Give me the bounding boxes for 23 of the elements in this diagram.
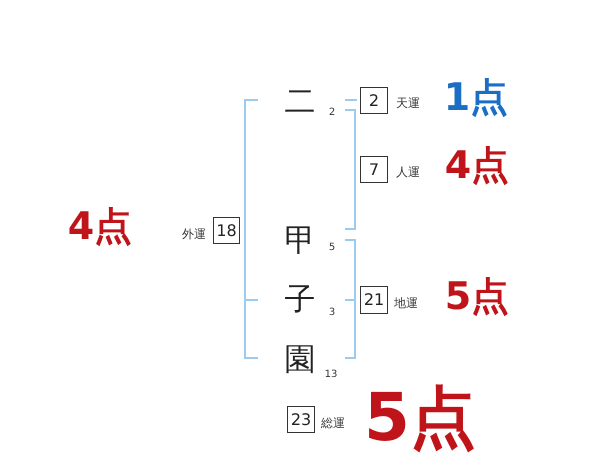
name-character: 二: [284, 86, 316, 118]
name-character: 甲: [284, 226, 316, 256]
stroke-count: 13: [324, 370, 338, 380]
score-text: 1点: [444, 78, 508, 116]
box-caption: 天運: [396, 97, 420, 109]
box-caption: 総運: [321, 417, 345, 429]
number-box: 23: [287, 406, 315, 433]
name-character: 園: [284, 344, 316, 376]
stroke-count: 2: [328, 108, 336, 118]
score-text: 4点: [444, 146, 510, 184]
score-text: 4点: [68, 207, 132, 245]
box-caption: 外運: [182, 228, 206, 240]
box-caption: 地運: [394, 297, 418, 309]
number-box: 2: [360, 87, 388, 114]
number-box: 7: [360, 156, 388, 183]
score-text: 5点: [444, 277, 510, 315]
box-caption: 人運: [396, 166, 420, 178]
name-character: 子: [284, 284, 316, 316]
number-box: 18: [213, 217, 240, 244]
stroke-count: 3: [328, 308, 336, 318]
number-box: 21: [360, 286, 388, 314]
score-text: 5点: [364, 385, 476, 451]
stroke-count: 5: [328, 243, 336, 253]
